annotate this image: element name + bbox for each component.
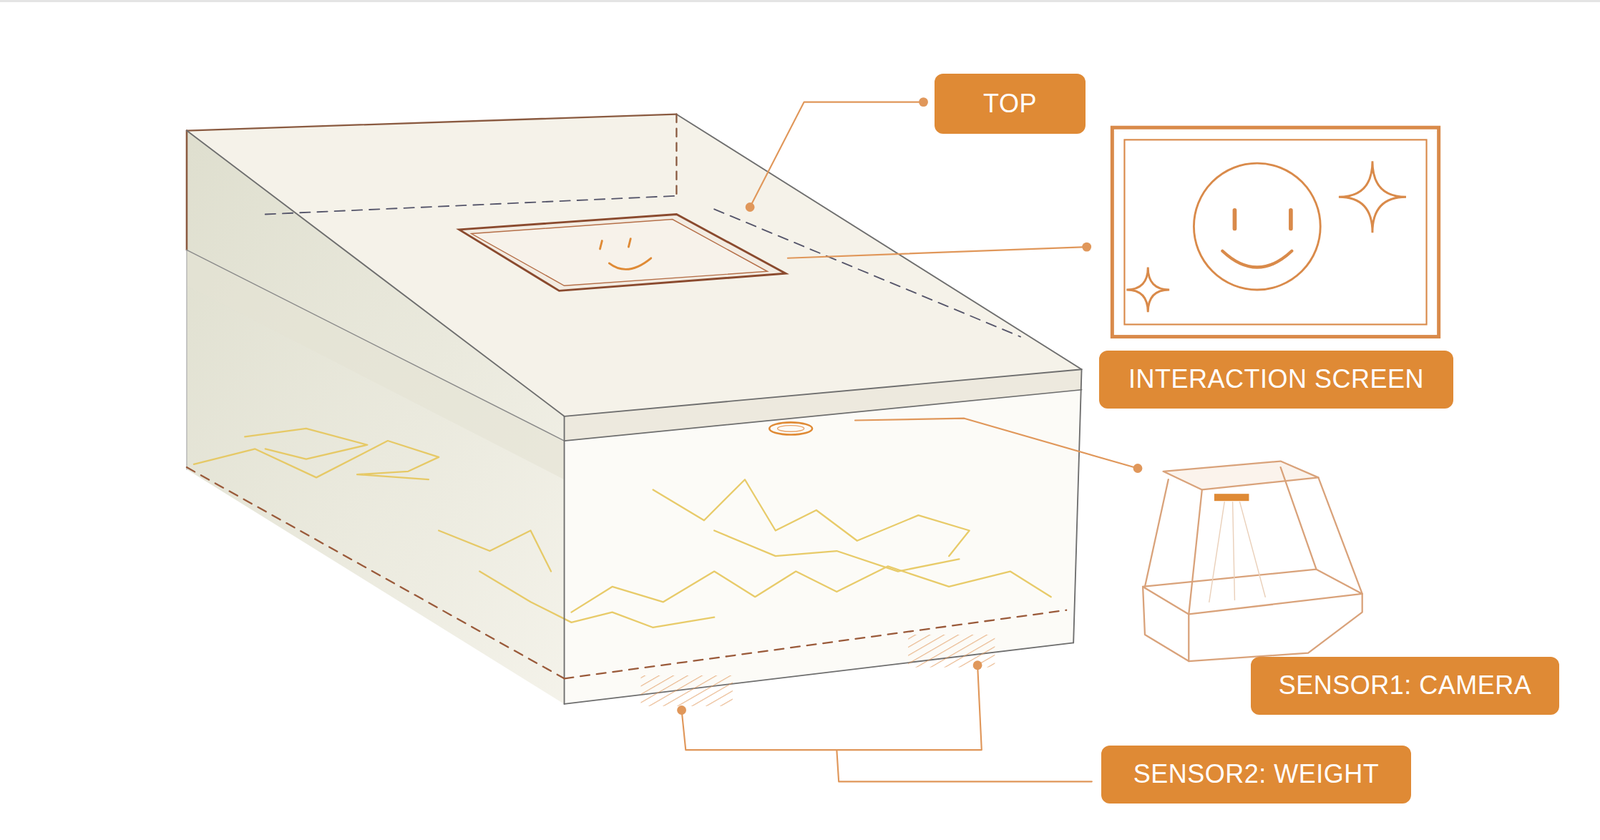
camera-ray	[1240, 502, 1266, 598]
box-edge	[564, 369, 1082, 417]
hidden-edge	[675, 114, 677, 197]
camera-ring	[769, 422, 813, 435]
camera-base-front	[1142, 586, 1189, 662]
sparkle	[1338, 161, 1407, 233]
leader-line	[855, 418, 1138, 469]
smiley-mouth	[1222, 251, 1292, 268]
straw-scribble	[714, 530, 959, 572]
straw-scribble	[244, 428, 368, 460]
leader-line	[787, 246, 1087, 259]
straw-scribble	[193, 440, 439, 480]
hidden-edge	[564, 610, 1067, 680]
camera-base-side	[1188, 593, 1362, 662]
camera-ray	[1209, 502, 1225, 603]
lid-side-band	[186, 249, 565, 480]
leader-dot	[918, 97, 929, 107]
weight-sensor-pad	[908, 634, 995, 668]
screen-eye	[628, 238, 631, 247]
screen-smile	[608, 258, 651, 270]
label-text: SENSOR2: WEIGHT	[1133, 759, 1380, 789]
box-edge	[563, 416, 566, 705]
leader-line	[681, 665, 982, 750]
leader-dot	[745, 202, 755, 212]
label-pill: INTERACTION SCREEN	[1099, 350, 1454, 409]
top-screen	[459, 213, 786, 291]
smiley-face	[1193, 163, 1321, 290]
camera-body-edge	[1188, 489, 1203, 614]
label-text: SENSOR1: CAMERA	[1278, 670, 1533, 700]
label-pill: SENSOR2: WEIGHT	[1101, 745, 1412, 804]
label-pill: SENSOR1: CAMERA	[1250, 656, 1560, 715]
straw-scribble	[653, 479, 970, 556]
box-edge	[1073, 369, 1082, 643]
box-edge	[186, 249, 565, 441]
straw-scribble	[438, 530, 551, 572]
label-text: TOP	[983, 88, 1037, 119]
top-screen-inner	[471, 219, 768, 287]
camera-body-edge	[1144, 479, 1169, 587]
camera-ring-inner	[777, 425, 805, 433]
screen-detail-frame	[1111, 127, 1439, 337]
box-edge	[676, 114, 1082, 370]
leader-line	[836, 749, 1092, 782]
leader-dot	[1081, 242, 1092, 252]
leader-line	[749, 102, 924, 208]
label-pill: TOP	[934, 73, 1086, 134]
screen-eye	[599, 241, 602, 250]
box-edge	[186, 114, 677, 131]
leader-dot	[676, 705, 687, 715]
camera-body-edge	[1280, 467, 1317, 570]
leader-dot	[973, 660, 983, 670]
hidden-edge	[265, 196, 677, 215]
smiley-eye	[1288, 210, 1294, 229]
box-top-face	[186, 114, 1082, 417]
box-edge	[564, 389, 1082, 441]
label-text: INTERACTION SCREEN	[1128, 364, 1424, 394]
leader-dot	[1133, 463, 1143, 473]
screen-detail-inner	[1124, 139, 1427, 325]
sparkle	[1126, 267, 1170, 313]
box-edge	[186, 249, 187, 470]
straw-scribble	[571, 566, 1052, 612]
box-edge	[564, 642, 1075, 705]
box-front-face	[564, 389, 1082, 705]
camera-ray	[1232, 502, 1236, 601]
box-edge	[186, 130, 189, 251]
smiley-eye	[1232, 210, 1238, 229]
camera-body-edge	[1318, 477, 1362, 594]
camera-base-top	[1142, 569, 1363, 615]
top-rule	[0, 0, 1600, 3]
hidden-edge	[186, 467, 565, 679]
weight-sensor-pad	[641, 675, 733, 707]
box-edge	[186, 130, 565, 417]
camera-lens	[1214, 493, 1249, 501]
straw-scribble	[479, 571, 715, 628]
camera-top-plate	[1163, 461, 1319, 491]
